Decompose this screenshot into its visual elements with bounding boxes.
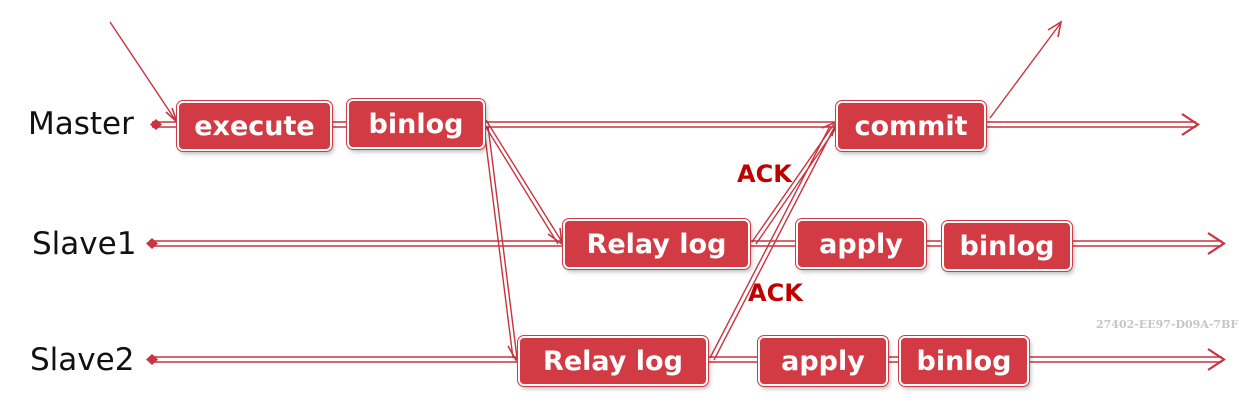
slave2-ack-label: ACK — [748, 279, 803, 307]
binlog-to-slave2-arrow — [483, 125, 522, 362]
slave1-apply-step: apply — [795, 218, 927, 270]
watermark: 27402-EE97-D09A-7BF — [1096, 318, 1239, 331]
binlog-to-slave1-arrow — [483, 119, 564, 246]
master-binlog-step: binlog — [346, 98, 486, 150]
commit-response-arrow — [989, 20, 1063, 119]
slave2-apply-step: apply — [757, 335, 889, 387]
slave2-label: Slave2 — [30, 342, 135, 378]
master-execute-step: execute — [176, 100, 333, 152]
master-commit-step: commit — [835, 100, 987, 152]
slave1-binlog-step: binlog — [941, 220, 1073, 272]
slave2-relay-log-step: Relay log — [517, 335, 709, 387]
slave1-ack-label: ACK — [737, 160, 792, 188]
slave1-label: Slave1 — [32, 226, 137, 262]
slave2-binlog-step: binlog — [898, 335, 1030, 387]
slave1-relay-log-step: Relay log — [562, 218, 751, 270]
ack-slave2-arrow — [709, 125, 835, 361]
master-label: Master — [28, 106, 134, 142]
